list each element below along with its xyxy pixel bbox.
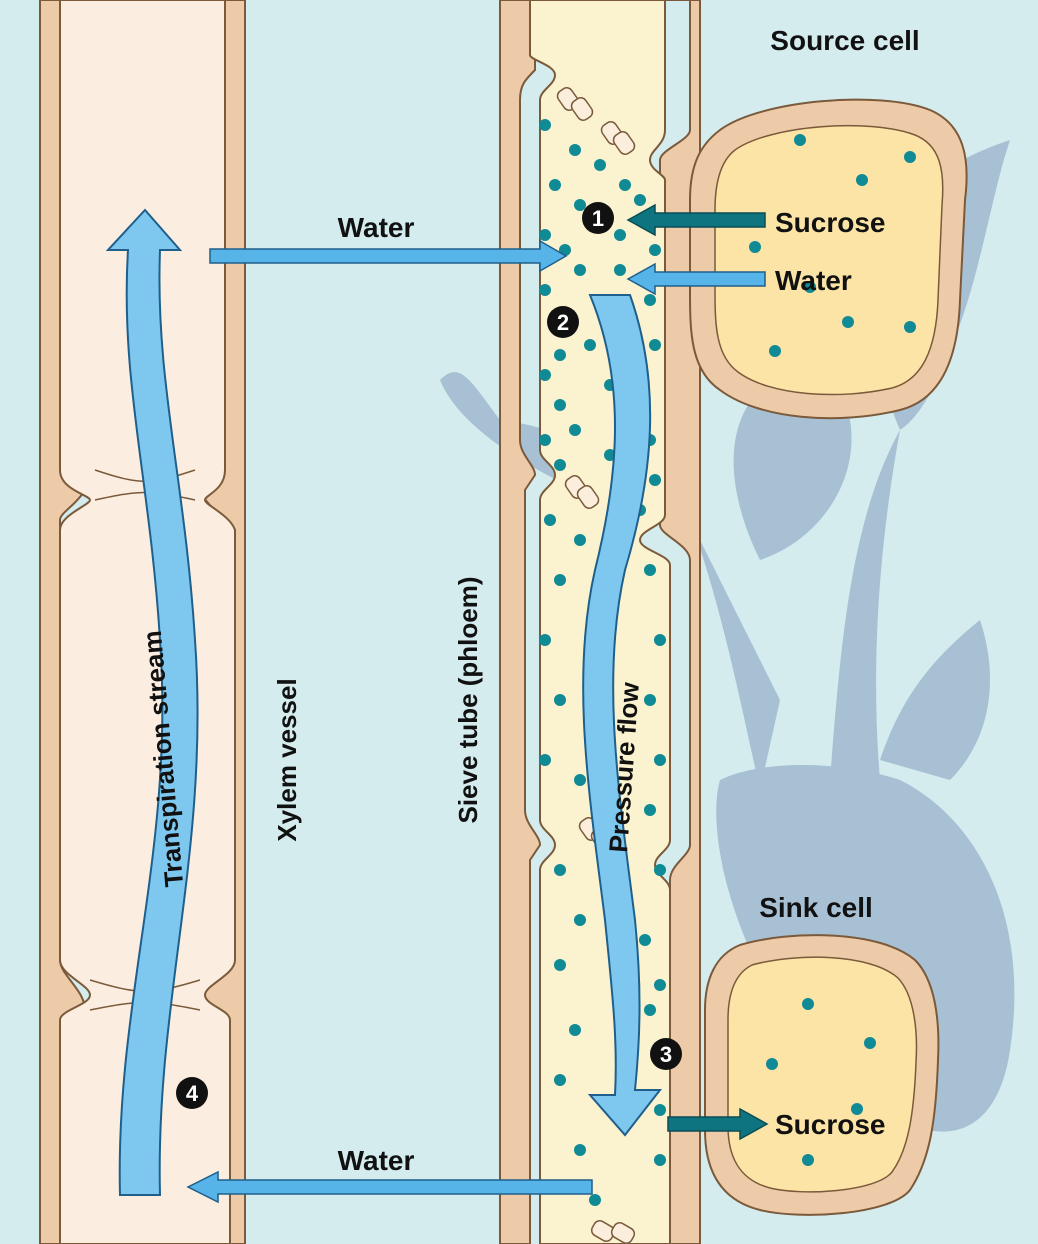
sucrose-dot (904, 151, 916, 163)
sucrose-dot (544, 514, 556, 526)
sucrose-dot (619, 179, 631, 191)
sucrose-dot (654, 754, 666, 766)
sucrose-dot (794, 134, 806, 146)
sucrose-dot (539, 434, 551, 446)
sucrose-dot (842, 316, 854, 328)
sucrose-dot (766, 1058, 778, 1070)
water-top-label: Water (338, 212, 415, 243)
sucrose-dot (574, 774, 586, 786)
sucrose-dot (644, 804, 656, 816)
sieve-tube-label: Sieve tube (phloem) (453, 576, 483, 823)
sucrose-dot (574, 534, 586, 546)
sucrose-dot (856, 174, 868, 186)
sink-cell (705, 935, 938, 1215)
sucrose-dot (749, 241, 761, 253)
step-4: 4 (176, 1077, 208, 1109)
sucrose-dot (649, 244, 661, 256)
svg-text:4: 4 (186, 1081, 199, 1106)
sucrose-dot (904, 321, 916, 333)
sucrose-dot (569, 144, 581, 156)
sucrose-dot (554, 1074, 566, 1086)
sucrose-dot (554, 399, 566, 411)
sucrose-dot (594, 159, 606, 171)
water-in-label: Water (775, 265, 852, 296)
sink-cell-label: Sink cell (759, 892, 873, 923)
sucrose-dot (644, 294, 656, 306)
xylem-vessel-label: Xylem vessel (272, 678, 302, 841)
sucrose-dot (574, 1144, 586, 1156)
sucrose-dot (644, 1004, 656, 1016)
step-1: 1 (582, 202, 614, 234)
sucrose-dot (802, 998, 814, 1010)
water-bottom-label: Water (338, 1145, 415, 1176)
sucrose-dot (549, 179, 561, 191)
sucrose-dot (554, 864, 566, 876)
sucrose-dot (569, 1024, 581, 1036)
sucrose-dot (539, 284, 551, 296)
sucrose-dot (654, 634, 666, 646)
sucrose-dot (539, 754, 551, 766)
svg-text:1: 1 (592, 206, 604, 231)
sucrose-dot (554, 349, 566, 361)
sucrose-dot (554, 694, 566, 706)
sucrose-dot (584, 339, 596, 351)
sucrose-dot (634, 194, 646, 206)
source-cell (690, 100, 967, 419)
sucrose-dot (539, 229, 551, 241)
sucrose-dot (574, 199, 586, 211)
step-3: 3 (650, 1038, 682, 1070)
step-2: 2 (547, 306, 579, 338)
sucrose-dot (574, 914, 586, 926)
sucrose-dot (614, 264, 626, 276)
sucrose-dot (539, 119, 551, 131)
sucrose-dot (569, 424, 581, 436)
sucrose-dot (554, 959, 566, 971)
sucrose-dot (654, 979, 666, 991)
svg-text:2: 2 (557, 310, 569, 335)
source-cell-label: Source cell (770, 25, 919, 56)
svg-text:3: 3 (660, 1042, 672, 1067)
sucrose-dot (654, 1154, 666, 1166)
sucrose-dot (644, 564, 656, 576)
sucrose-dot (539, 634, 551, 646)
sucrose-dot (769, 345, 781, 357)
sucrose-dot (644, 694, 656, 706)
sucrose-dot (654, 864, 666, 876)
sucrose-dot (574, 264, 586, 276)
sucrose-dot (639, 934, 651, 946)
sucrose-dot (802, 1154, 814, 1166)
sucrose-dot (554, 459, 566, 471)
sucrose-dot (649, 339, 661, 351)
sucrose-dot (589, 1194, 601, 1206)
sucrose-dot (649, 474, 661, 486)
sucrose-in-label: Sucrose (775, 207, 886, 238)
sucrose-dot (554, 574, 566, 586)
sucrose-dot (654, 1104, 666, 1116)
sucrose-dot (614, 229, 626, 241)
sucrose-dot (864, 1037, 876, 1049)
sucrose-out-label: Sucrose (775, 1109, 886, 1140)
sucrose-dot (539, 369, 551, 381)
